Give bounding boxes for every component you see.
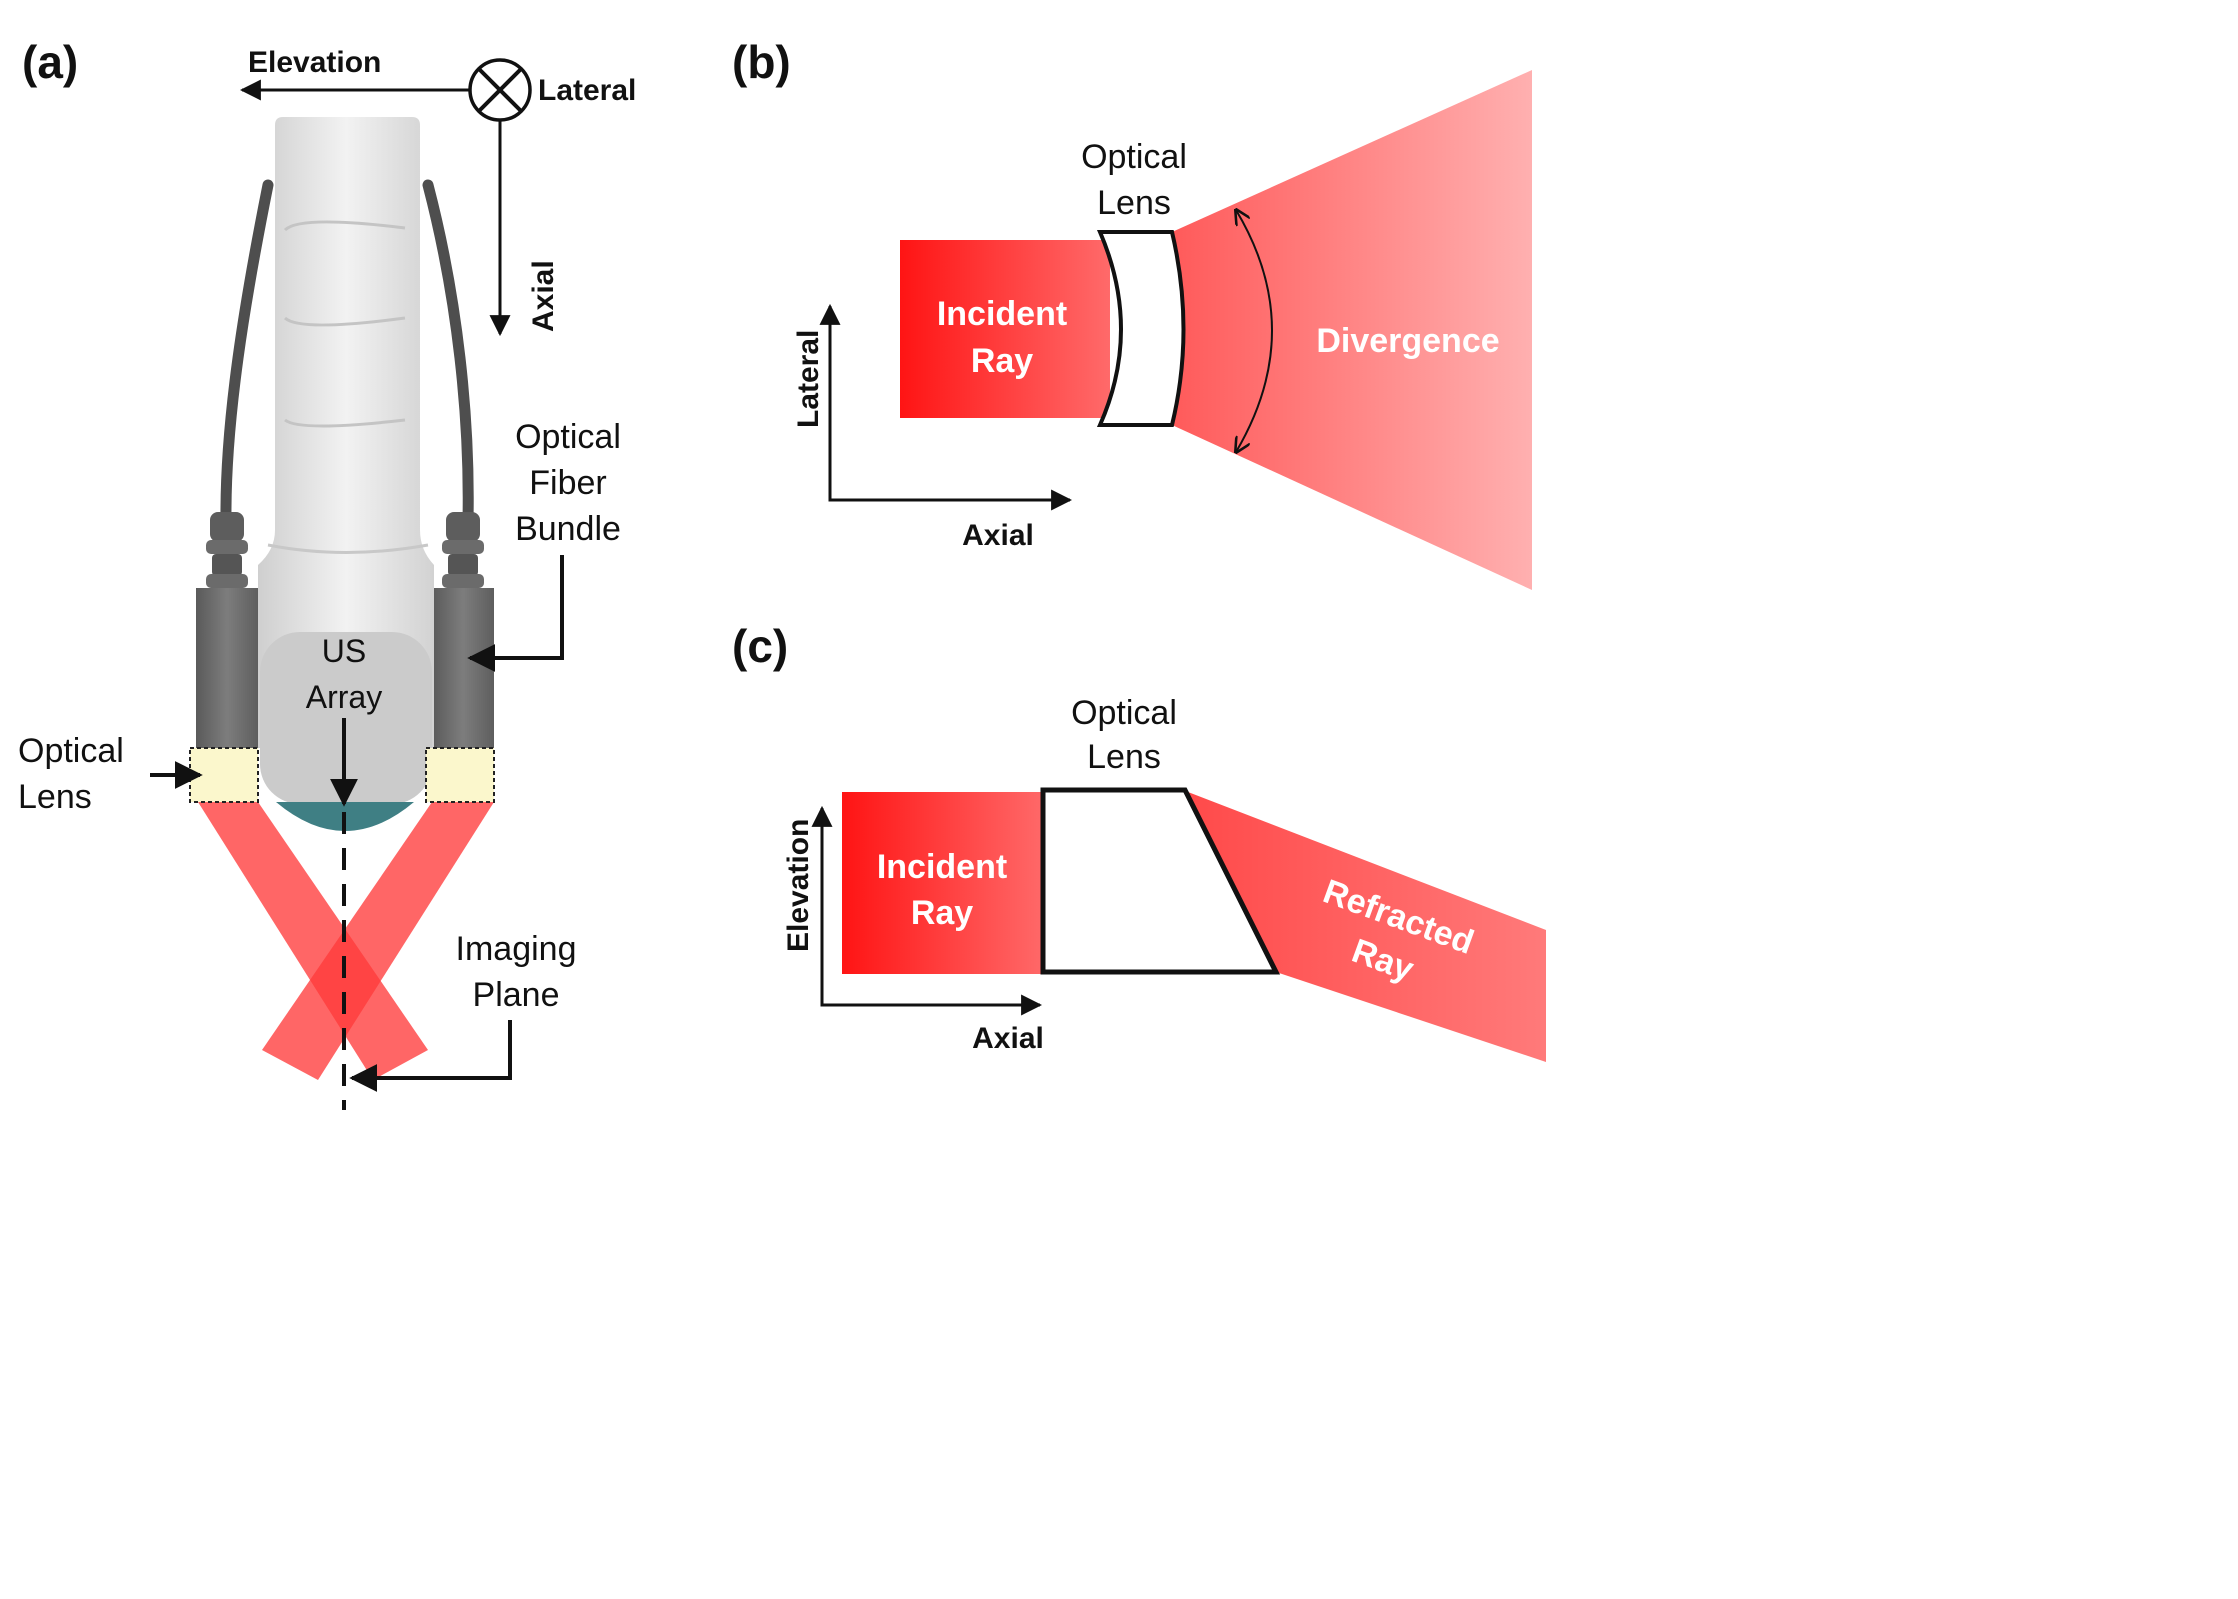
axial-axis-label: Axial bbox=[527, 260, 560, 332]
lens-c-label-line1: Optical bbox=[1071, 694, 1177, 732]
divergent-beam bbox=[1172, 70, 1532, 590]
us-array-label-line1: US bbox=[322, 633, 366, 669]
panel-a: (a) Elevation Lateral Axial bbox=[18, 36, 636, 1110]
panel-a-label: (a) bbox=[22, 36, 78, 88]
elevation-axis-c-label: Elevation bbox=[782, 819, 815, 952]
fiber-bundle-label-line1: Optical bbox=[515, 418, 621, 456]
optical-lens-label-line2: Lens bbox=[18, 778, 92, 816]
divergence-angle-arc bbox=[1236, 210, 1273, 452]
panel-c-label: (c) bbox=[732, 620, 788, 672]
optical-lens-label-line1: Optical bbox=[18, 732, 124, 770]
incident-ray-b-line1: Incident bbox=[937, 295, 1067, 333]
fiber-bundle-label-line2: Fiber bbox=[529, 464, 606, 502]
right-fiber-cable bbox=[422, 179, 474, 526]
fiber-bundle-pointer bbox=[467, 555, 564, 672]
axes-b bbox=[819, 303, 1073, 511]
divergence-label: Divergence bbox=[1316, 322, 1499, 360]
panel-b: (b) Optical Lens Incident Ray Divergence… bbox=[732, 36, 1532, 590]
elevation-axis-label: Elevation bbox=[248, 46, 381, 79]
prism-optical-lens bbox=[1040, 787, 1281, 975]
lateral-axis-b-label: Lateral bbox=[792, 330, 825, 428]
refracted-beam bbox=[1188, 792, 1546, 1062]
left-fiber-housing bbox=[196, 512, 258, 748]
panel-b-label: (b) bbox=[732, 36, 791, 88]
axes-c bbox=[811, 805, 1043, 1016]
probe-axes: Elevation Lateral Axial bbox=[239, 46, 636, 337]
panel-c: (c) Optical Lens Incident Ray Refracted … bbox=[732, 620, 1546, 1062]
imaging-plane-label-line2: Plane bbox=[473, 976, 560, 1014]
lens-b-label-line1: Optical bbox=[1081, 138, 1187, 176]
us-array-label-line2: Array bbox=[306, 679, 382, 715]
incident-ray-c-line2: Ray bbox=[911, 894, 973, 932]
axial-axis-b-label: Axial bbox=[962, 519, 1034, 552]
incident-ray-c-line1: Incident bbox=[877, 848, 1007, 886]
figure: (a) Elevation Lateral Axial bbox=[18, 36, 1546, 1110]
lateral-axis-label: Lateral bbox=[538, 74, 636, 107]
us-probe-body bbox=[258, 117, 434, 748]
lens-c-label-line2: Lens bbox=[1087, 738, 1161, 776]
right-fiber-housing bbox=[432, 512, 494, 748]
imaging-plane-pointer bbox=[349, 1020, 512, 1092]
axial-axis-c-label: Axial bbox=[972, 1022, 1044, 1055]
imaging-plane-label-line1: Imaging bbox=[456, 930, 577, 968]
right-light-beam bbox=[262, 802, 494, 1080]
concave-optical-lens bbox=[1096, 230, 1186, 427]
right-optical-lens bbox=[425, 747, 495, 803]
left-fiber-cable bbox=[220, 179, 274, 526]
left-light-beam bbox=[198, 802, 428, 1080]
fiber-bundle-label-line3: Bundle bbox=[515, 510, 621, 548]
left-optical-lens bbox=[189, 747, 259, 803]
lens-b-label-line2: Lens bbox=[1097, 184, 1171, 222]
incident-ray-b-line2: Ray bbox=[971, 342, 1033, 380]
